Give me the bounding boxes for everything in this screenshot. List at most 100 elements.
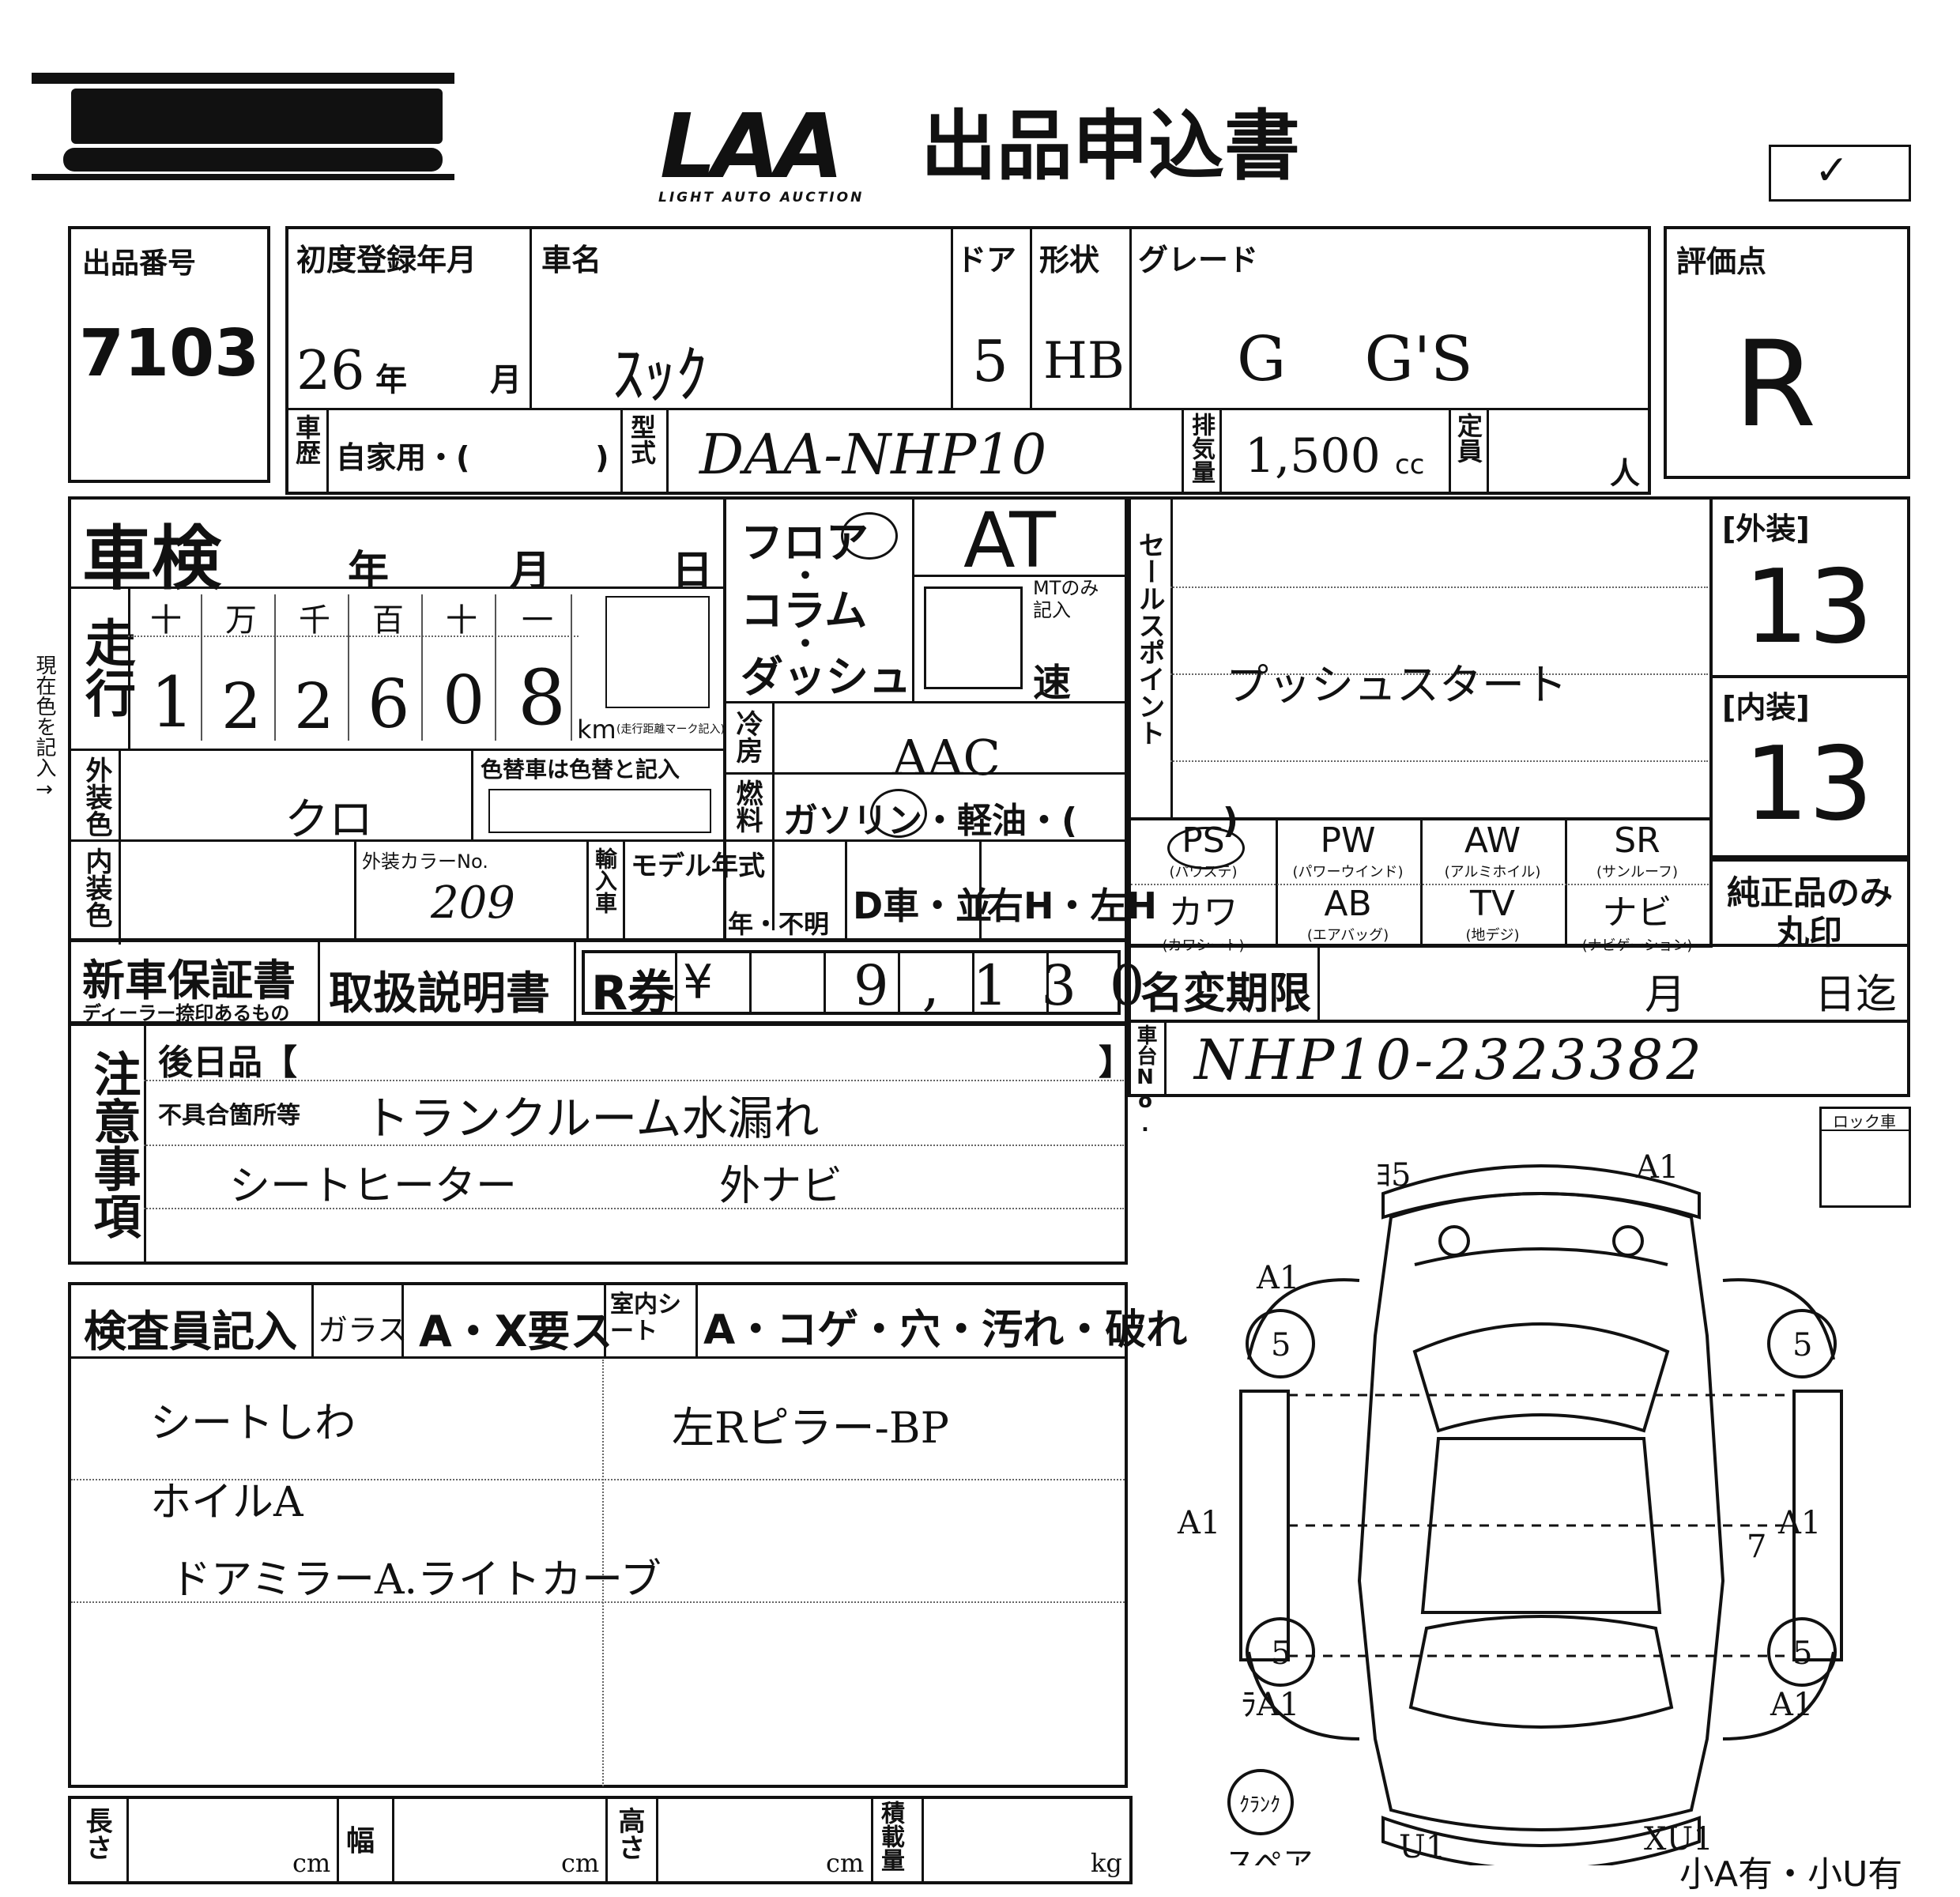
- notes-box: 注意事項 後日品【 】 不具合箇所等 トランクルーム水漏れ シートヒーター 外ナ…: [68, 1023, 1133, 1265]
- equip-code-3: SR: [1614, 820, 1660, 861]
- chassis-box: 車台No. NHP10-2323382: [1128, 1020, 1910, 1137]
- transmission-value: AT: [963, 496, 1056, 585]
- vehicle-info-block: 初度登録年月 26 年 月 車名 ｽｯｸ ドア 5 形状 HB グレード G G…: [285, 226, 1651, 495]
- aircon-label: 冷房: [731, 710, 763, 764]
- int-color-label: 内装色: [81, 847, 112, 928]
- sales-point-value: プッシュスタート: [1226, 660, 1567, 710]
- laa-logo: LAA LIGHT AUTO AUCTION: [652, 103, 921, 213]
- mileage-digit-5: 8: [518, 654, 567, 742]
- mileage-digit-3: 6: [368, 666, 410, 743]
- equip-code-5: AB: [1324, 884, 1372, 924]
- diag-mark-4: 5: [1271, 1635, 1291, 1672]
- door-value: 5: [972, 328, 1008, 394]
- mileage-digit-1: 2: [221, 669, 262, 743]
- equip-sub-1: (パワーウインド): [1292, 864, 1404, 881]
- inspector-right-0: 左Rピラー-BP: [672, 1403, 949, 1453]
- floor-circle: [841, 512, 898, 560]
- digit-label-4: 十: [446, 602, 477, 639]
- color-no-label: 外装カラーNo.: [362, 850, 488, 873]
- int-score-box: [内装] 13: [1709, 675, 1910, 858]
- reg-month-unit: 月: [490, 362, 522, 398]
- diag-mark-6: A1: [1256, 1260, 1299, 1296]
- car-damage-diagram: ﾖ5 A1 5 5 5 5 A1 7 A1 A1 ﾗA1 U1 XU1 A1 ｸ…: [1177, 1149, 1843, 1865]
- ext-color-label: 外装色: [81, 756, 112, 837]
- mileage-label: 走行: [77, 617, 135, 718]
- dimensions-row: 長さ cm 幅 cm 高さ cm 積載量 kg: [68, 1796, 1133, 1884]
- load-label: 積載量: [876, 1801, 904, 1872]
- equip-code-4: カワ: [1168, 892, 1238, 933]
- grade-value: G G'S: [1237, 324, 1473, 395]
- spare-label: スペア: [1225, 1846, 1313, 1865]
- mileage-digit-2: 2: [294, 669, 334, 743]
- redacted-stamp: [32, 73, 454, 183]
- mileage-unit-note: (走行距離マーク記入): [616, 723, 725, 736]
- ext-score-value: 13: [1744, 549, 1873, 666]
- diag-mark-0: ﾖ5: [1375, 1157, 1411, 1194]
- warranty-sub: ディーラー捺印あるもの: [82, 1002, 290, 1024]
- notes-line-1: トランクルーム水漏れ: [364, 1092, 820, 1145]
- grade-label: グレード: [1138, 243, 1259, 277]
- fuel-label: 燃料: [731, 779, 763, 833]
- equip-sub-2: (アルミホイル): [1444, 864, 1541, 881]
- color-no-value: 209: [431, 877, 515, 929]
- diag-mark-3: 5: [1792, 1327, 1812, 1363]
- aircon-value: AAC: [892, 729, 1001, 786]
- notes-line-2b: 外ナビ: [719, 1163, 843, 1210]
- load-unit: kg: [1091, 1848, 1122, 1878]
- digit-label-0: 十: [150, 602, 182, 639]
- length-unit: cm: [292, 1848, 331, 1878]
- history-value: 自家用・( ): [336, 440, 609, 475]
- lot-label: 出品番号: [82, 247, 197, 280]
- mt-gear-box: [924, 586, 1023, 689]
- inspection-block: 車検 年 月 日 走行 十 万 千 百 十 一 1 2 2 6 0 8 km (…: [68, 496, 765, 945]
- equip-sub-0: (パワステ): [1169, 864, 1238, 881]
- ext-score-label: [外装]: [1722, 511, 1810, 546]
- mt-note: MTのみ記入: [1033, 577, 1099, 621]
- shift-dash: ダッシュ: [741, 652, 911, 702]
- repaint-box: [488, 789, 711, 833]
- capacity-unit: 人: [1610, 456, 1641, 491]
- equip-code-1: PW: [1320, 820, 1376, 861]
- warranty-label: 新車保証書: [82, 956, 296, 1005]
- name-change-label: 名変期限: [1140, 968, 1311, 1018]
- notes-label: 注意事項: [85, 1050, 141, 1239]
- score-box: 評価点 R: [1664, 226, 1910, 479]
- shift-column: コラム: [741, 586, 868, 635]
- width-label: 幅: [346, 1825, 375, 1857]
- model-year-suffix: 年・不明: [728, 909, 830, 939]
- name-change-day: 日迄: [1815, 971, 1898, 1019]
- diag-mark-7: 7: [1747, 1529, 1766, 1565]
- genuine-box: 純正品のみ 丸印: [1709, 858, 1910, 952]
- height-unit: cm: [826, 1848, 865, 1878]
- fuel-circle: [870, 789, 927, 838]
- history-label: 車歴: [292, 414, 322, 465]
- logo-text: LAA: [660, 96, 844, 198]
- genuine-line1: 純正品のみ: [1727, 873, 1894, 912]
- displacement-label: 排気量: [1187, 413, 1215, 484]
- length-label: 長さ: [81, 1807, 112, 1861]
- notes-line-2a: シートヒーター: [229, 1163, 518, 1210]
- mileage-unit: km: [577, 715, 616, 745]
- equipment-grid: PS (パワステ) PW (パワーウインド) AW (アルミホイル) SR (サ…: [1128, 817, 1713, 954]
- equip-sub-5: (エアバッグ): [1306, 927, 1389, 944]
- diag-mark-5: 5: [1792, 1635, 1812, 1672]
- inspector-left-1: ホイルA: [150, 1479, 303, 1526]
- chassis-value: NHP10-2323382: [1194, 1028, 1705, 1092]
- car-name-label: 車名: [541, 243, 602, 277]
- model-year-label: モデル年式: [631, 850, 765, 882]
- equip-sub-6: (地デジ): [1465, 927, 1520, 944]
- current-color-note: 現在色を記入→: [32, 654, 56, 801]
- equip-code-6: TV: [1470, 884, 1515, 924]
- sales-point-box: セールスポイント プッシュスタート: [1128, 496, 1713, 820]
- displacement-unit: cc: [1395, 449, 1425, 481]
- dealer-value: D車・並: [853, 884, 993, 927]
- shift-dot-1: ・: [790, 558, 821, 594]
- check-box: ✓: [1769, 145, 1911, 202]
- ext-score-box: [外装] 13: [1709, 496, 1910, 678]
- later-close: 】: [1099, 1043, 1133, 1083]
- seat-value: A・コゲ・穴・汚れ・破れ: [703, 1307, 1188, 1354]
- mileage-mark-box: [605, 596, 710, 708]
- lot-number: 7103: [79, 316, 260, 391]
- glass-label: ガラス: [318, 1313, 408, 1348]
- reg-label: 初度登録年月: [296, 243, 477, 277]
